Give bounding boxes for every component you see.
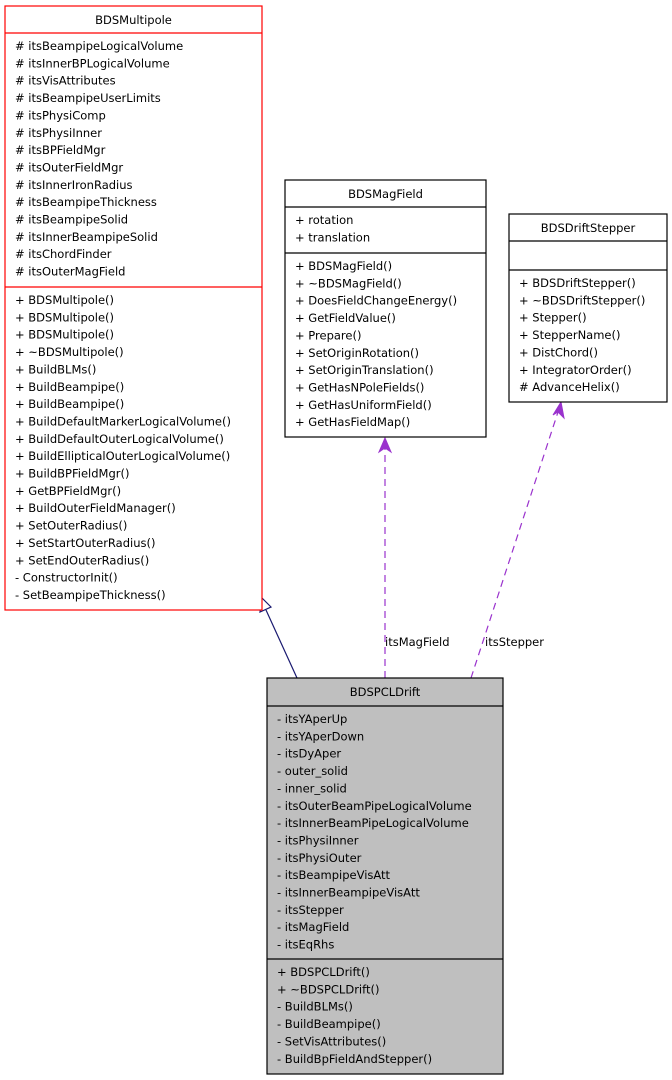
class-method: + Stepper() [519,311,587,325]
class-attribute: - itsStepper [277,903,344,917]
class-attribute: # itsBPFieldMgr [15,143,106,157]
class-method: + ~BDSMultipole() [15,345,124,359]
class-method: + BDSMultipole() [15,328,114,342]
class-method: + SetOuterRadius() [15,519,127,533]
class-attribute: # itsBeampipeThickness [15,195,157,209]
class-method: + GetFieldValue() [295,311,396,325]
class-title: BDSMagField [348,187,423,201]
class-method: + Prepare() [295,328,361,342]
class-method: + BDSMultipole() [15,310,114,324]
class-method: + GetHasNPoleFields() [295,380,424,394]
class-attribute: - outer_solid [277,764,348,778]
class-method: # AdvanceHelix() [519,380,620,394]
class-method: + GetBPFieldMgr() [15,484,121,498]
inheritance-edge [265,609,298,679]
class-method: + BuildDefaultMarkerLogicalVolume() [15,414,231,428]
class-attribute: + translation [295,230,370,244]
class-method: + ~BDSMagField() [295,276,402,290]
class-attribute: - itsPhysiInner [277,833,359,847]
class-method: + BDSPCLDrift() [277,965,370,979]
class-attribute: - itsInnerBeampipeVisAtt [277,886,420,900]
class-method: + GetHasFieldMap() [295,415,410,429]
class-attribute: # itsInnerBPLogicalVolume [15,56,170,70]
class-method: + DistChord() [519,345,598,359]
class-method: + GetHasUniformField() [295,398,432,412]
class-attribute: + rotation [295,213,353,227]
class-attribute: # itsBeampipeLogicalVolume [15,39,183,53]
class-box-pcldrift[interactable] [266,677,504,1075]
class-method: + BuildEllipticalOuterLogicalVolume() [15,449,230,463]
edge-label-itsStepper: itsStepper [485,635,544,649]
class-attribute: - itsEqRhs [277,938,334,952]
class-attribute: - itsDyAper [277,747,341,761]
class-attribute: # itsOuterMagField [15,265,125,279]
class-attribute: - itsBeampipeVisAtt [277,868,391,882]
class-method: + SetOriginRotation() [295,346,419,360]
class-method: + BuildOuterFieldManager() [15,501,176,515]
class-method: + ~BDSPCLDrift() [277,982,379,996]
class-attribute: # itsVisAttributes [15,74,116,88]
class-attribute: - inner_solid [277,781,347,795]
class-method: + BuildBeampipe() [15,380,124,394]
usage-arrowhead-icon [377,436,393,454]
class-method: + BuildBPFieldMgr() [15,467,129,481]
class-attribute: - itsInnerBeamPipeLogicalVolume [277,816,469,830]
class-method: + BuildBLMs() [15,362,96,376]
class-attribute: - itsMagField [277,920,349,934]
class-box-multipole[interactable] [4,5,263,611]
class-method: + ~BDSDriftStepper() [519,293,645,307]
usage-edge-itsStepper [470,411,559,679]
class-attribute: # itsChordFinder [15,247,112,261]
class-method: + BuildDefaultOuterLogicalVolume() [15,432,224,446]
edge-label-itsMagField: itsMagField [385,635,450,649]
class-method: + SetEndOuterRadius() [15,553,149,567]
class-method: + BDSDriftStepper() [519,276,636,290]
class-attribute: - itsOuterBeamPipeLogicalVolume [277,799,472,813]
class-method: - SetBeampipeThickness() [15,588,166,602]
class-method: + BDSMagField() [295,259,392,273]
class-attribute: # itsPhysiInner [15,126,102,140]
class-title: BDSMultipole [95,13,172,27]
class-method: + SetOriginTranslation() [295,363,434,377]
class-attribute: # itsOuterFieldMgr [15,160,123,174]
usage-arrowhead-icon [552,400,565,420]
class-method: + SetStartOuterRadius() [15,536,155,550]
class-method: - BuildBeampipe() [277,1017,381,1031]
class-attribute: - itsPhysiOuter [277,851,362,865]
class-title: BDSPCLDrift [350,685,421,699]
class-method: + BDSMultipole() [15,293,114,307]
class-method: - SetVisAttributes() [277,1034,386,1048]
class-method: + StepperName() [519,328,620,342]
class-method: - BuildBpFieldAndStepper() [277,1052,432,1066]
class-box-driftstepper[interactable] [508,213,668,403]
class-method: + DoesFieldChangeEnergy() [295,294,457,308]
class-attribute: # itsInnerIronRadius [15,178,133,192]
class-box-magfield[interactable] [284,179,487,438]
class-attribute: # itsBeampipeUserLimits [15,91,161,105]
class-method: - ConstructorInit() [15,571,118,585]
class-attribute: # itsInnerBeampipeSolid [15,230,158,244]
class-method: - BuildBLMs() [277,1000,353,1014]
class-method: + IntegratorOrder() [519,363,632,377]
class-attribute: # itsBeampipeSolid [15,213,128,227]
class-attribute: # itsPhysiComp [15,108,106,122]
class-title: BDSDriftStepper [541,221,636,235]
class-attribute: - itsYAperUp [277,712,347,726]
class-attribute: - itsYAperDown [277,729,364,743]
class-method: + BuildBeampipe() [15,397,124,411]
